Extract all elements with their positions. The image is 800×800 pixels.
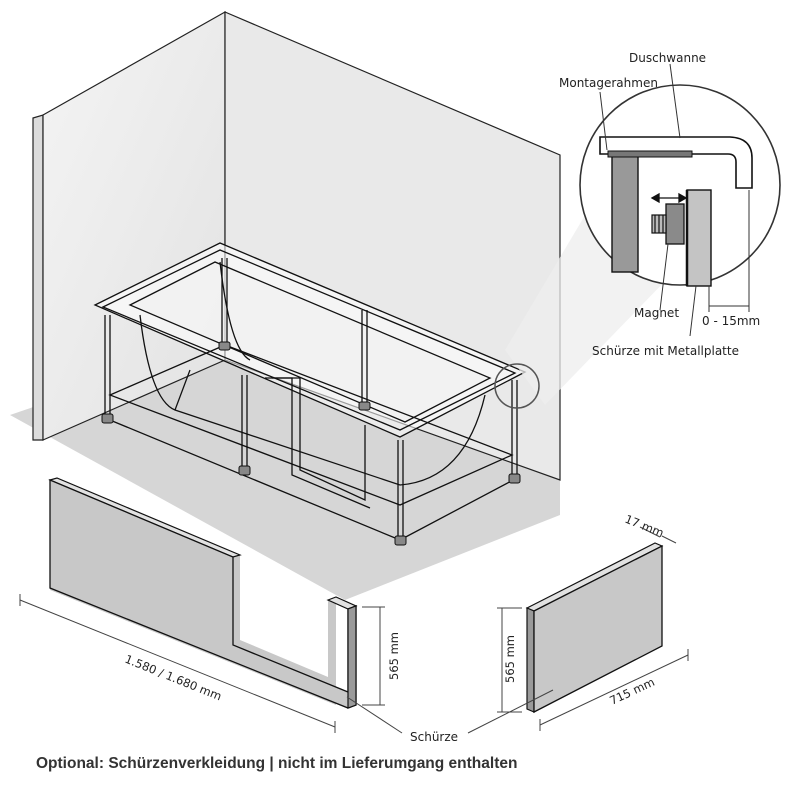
schuerze-plate (686, 189, 712, 287)
long-apron-panel (48, 477, 358, 709)
dim-length-long: 1.580 / 1.680 mm (123, 652, 224, 704)
label-montagerahmen: Montagerahmen (559, 76, 658, 90)
label-schuerze: Schürze (410, 730, 458, 744)
screw (651, 214, 667, 234)
dim-height-long: 565 mm (387, 632, 401, 680)
gap-arrow (650, 192, 688, 204)
left-wall-edge (32, 114, 44, 441)
detail-circle (579, 63, 781, 337)
dim-length-short: 715 mm (607, 675, 656, 708)
schuerze-leaders (346, 689, 554, 734)
duschwanne-profile (599, 136, 753, 189)
label-duschwanne: Duschwanne (629, 51, 706, 65)
label-schuerze-metallplatte: Schürze mit Metallplatte (592, 344, 739, 358)
bathtub (93, 242, 527, 541)
dim-thickness: 17 mm (623, 512, 666, 540)
label-gap: 0 - 15mm (702, 314, 760, 328)
long-panel-dimensions (19, 594, 385, 733)
short-apron-panel (525, 542, 664, 714)
floor (10, 338, 560, 600)
magnet-block (665, 203, 685, 245)
montagerahmen-bar (611, 153, 639, 273)
frame-feet (101, 341, 521, 546)
zoom-source-circle (494, 363, 540, 409)
caption: Optional: Schürzenverkleidung | nicht im… (36, 755, 518, 772)
label-magnet: Magnet (634, 306, 679, 320)
dim-height-short: 565 mm (503, 635, 517, 683)
